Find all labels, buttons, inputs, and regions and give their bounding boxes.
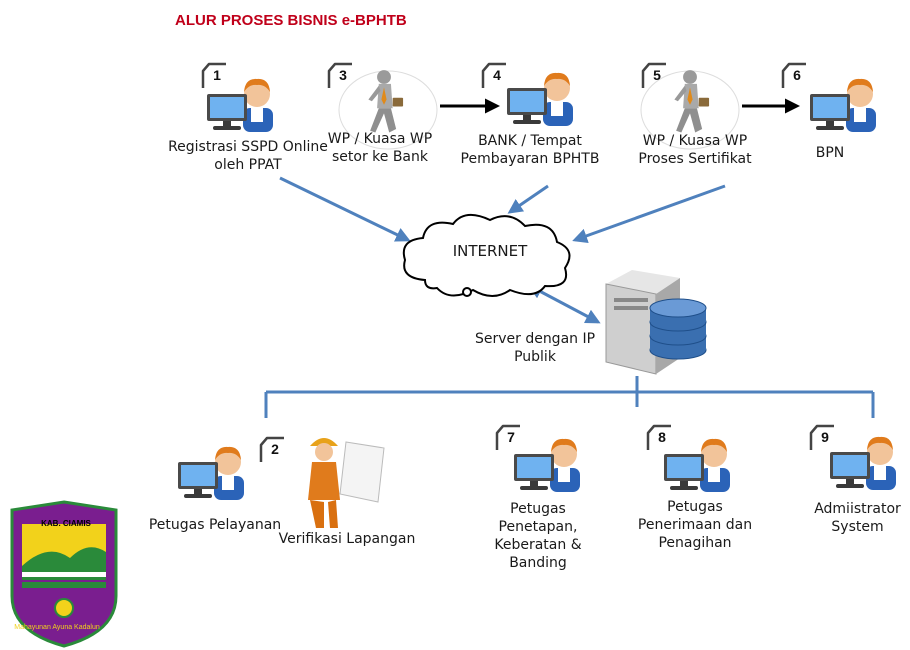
step-4-label: BANK / Tempat Pembayaran BPHTB (460, 133, 600, 167)
user-computer-icon (176, 440, 246, 502)
step-5-number: 5 (653, 67, 661, 83)
arrow-5-to-internet (572, 184, 726, 243)
step-8-label: Petugas Penerimaan dan Penagihan (637, 499, 753, 551)
user-computer-icon (808, 72, 878, 134)
user-computer-icon (205, 72, 275, 134)
verifikasi-label: Verifikasi Lapangan (278, 531, 416, 547)
database-server-icon (605, 270, 707, 375)
step-7-label: Petugas Penetapan, Keberatan & Banding (494, 501, 582, 571)
step-1-label: Registrasi SSPD Online oleh PPAT (168, 139, 328, 173)
step-1-number: 1 (213, 67, 221, 83)
arrow-4-to-internet (507, 184, 549, 214)
arrow-1-to-internet (279, 176, 411, 242)
user-computer-icon (828, 430, 898, 492)
step-4-number: 4 (493, 67, 501, 83)
walking-businessman-icon (358, 68, 410, 138)
user-computer-icon (662, 432, 732, 494)
step-6-label: BPN (815, 145, 845, 161)
page-title: ALUR PROSES BISNIS e-BPHTB (175, 12, 407, 29)
step-7-number: 7 (507, 429, 515, 445)
step-3-number: 3 (339, 67, 347, 83)
internet-cloud-icon (402, 213, 571, 297)
step-8-number: 8 (658, 429, 666, 445)
step-3-label: WP / Kuasa WP setor ke Bank (327, 131, 433, 165)
step-9-label: Admiistrator System (814, 501, 901, 535)
logo-top-text: KAB. CIAMIS (41, 519, 91, 528)
user-computer-icon (512, 432, 582, 494)
user-computer-icon (505, 66, 575, 128)
server-label: Server dengan IP Publik (474, 331, 596, 365)
step-9-number: 9 (821, 429, 829, 445)
step-2-number: 2 (271, 441, 279, 457)
logo-bottom-text: Mahayunan Ayuna Kadalun (14, 624, 100, 631)
step-6-number: 6 (793, 67, 801, 83)
walking-businessman-icon (664, 68, 716, 138)
step-5-label: WP / Kuasa WP Proses Sertifikat (638, 133, 752, 167)
kab-ciamis-logo (10, 500, 118, 648)
arrow-internet-server (527, 284, 601, 324)
field-engineer-icon (308, 438, 385, 528)
internet-label: INTERNET (452, 242, 528, 260)
step-2-label: Petugas Pelayanan (148, 517, 282, 533)
